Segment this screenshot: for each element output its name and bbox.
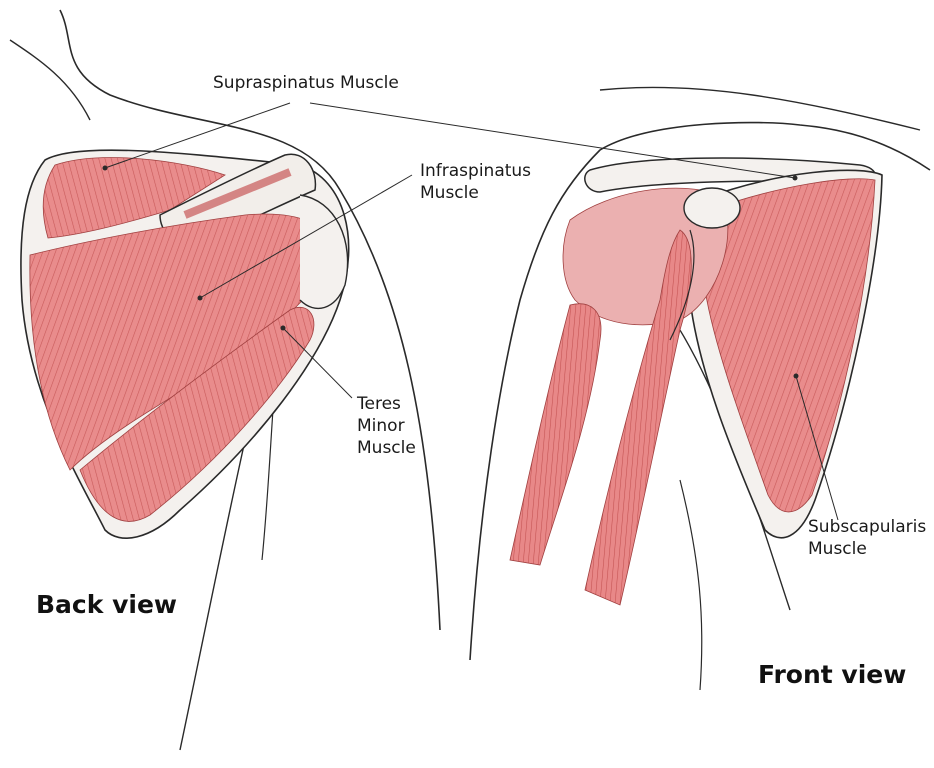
infraspinatus-label: Infraspinatus Muscle bbox=[420, 160, 531, 204]
supraspinatus-label: Supraspinatus Muscle bbox=[213, 72, 399, 94]
subscapularis-label: Subscapularis Muscle bbox=[808, 516, 926, 560]
teres-minor-label: Teres Minor Muscle bbox=[357, 393, 416, 459]
back-view-title: Back view bbox=[36, 590, 177, 619]
back-view-figure bbox=[10, 10, 440, 750]
arm-muscle-1 bbox=[510, 304, 601, 565]
humeral-head bbox=[684, 188, 740, 228]
leader-supraspinatus-front bbox=[310, 103, 795, 178]
front-view-figure bbox=[470, 87, 930, 690]
front-view-title: Front view bbox=[758, 660, 906, 689]
subscapularis-muscle bbox=[705, 179, 875, 512]
